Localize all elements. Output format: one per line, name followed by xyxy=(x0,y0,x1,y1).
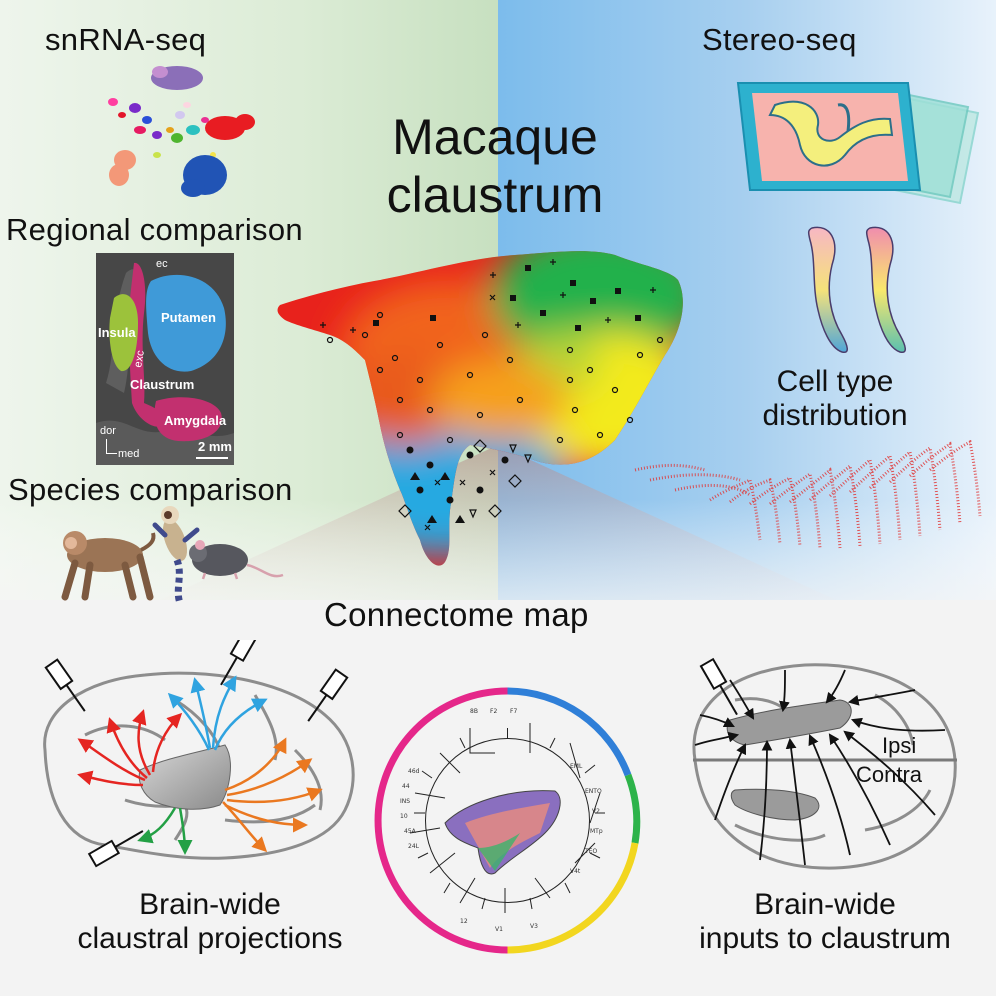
projections-line1: Brain-wide xyxy=(139,888,281,921)
svg-text:46d: 46d xyxy=(408,768,420,775)
claustrum-map xyxy=(277,251,683,566)
svg-text:45A: 45A xyxy=(404,828,417,835)
syringe-icon xyxy=(44,640,349,868)
mri-scale-bar xyxy=(196,457,228,459)
inputs-line1: Brain-wide xyxy=(754,888,896,921)
mri-label-med: med xyxy=(118,448,140,460)
inputs-line2: inputs to claustrum xyxy=(699,922,951,955)
syringe-icon xyxy=(699,657,738,716)
main-title-line1: Macaque xyxy=(392,109,598,165)
mri-section-image: ec Putamen Insula exc Claustrum Amygdala… xyxy=(96,253,234,465)
svg-text:F7: F7 xyxy=(510,708,517,715)
mri-label-insula: Insula xyxy=(98,325,136,340)
mri-label-dor: dor xyxy=(100,425,116,437)
ipsi-label: Ipsi xyxy=(882,733,917,758)
mri-label-amygdala: Amygdala xyxy=(164,413,227,428)
svg-text:ENTO: ENTO xyxy=(585,788,602,795)
projection-brain xyxy=(43,640,355,868)
svg-text:10: 10 xyxy=(400,813,408,820)
projections-line2: claustral projections xyxy=(77,922,343,955)
stereo-seq-label: Stereo-seq xyxy=(702,22,857,57)
species-comparison-label: Species comparison xyxy=(8,472,293,507)
species-illustration xyxy=(61,506,284,605)
mri-label-ec: ec xyxy=(156,258,168,270)
svg-text:F2: F2 xyxy=(490,708,497,715)
inputs-label: Brain-wide inputs to claustrum xyxy=(665,888,985,956)
svg-text:V1: V1 xyxy=(495,926,503,933)
svg-text:24L: 24L xyxy=(408,843,420,850)
svg-text:V4t: V4t xyxy=(570,868,581,875)
cell-type-label: Cell type distribution xyxy=(720,365,950,433)
mri-label-claustrum: Claustrum xyxy=(130,377,195,392)
svg-text:V2: V2 xyxy=(592,808,600,815)
cell-type-shapes xyxy=(807,226,906,354)
slide-icon xyxy=(736,82,980,205)
mouse-icon xyxy=(189,540,284,580)
umap-plot xyxy=(108,66,255,197)
regional-comparison-label: Regional comparison xyxy=(6,212,303,247)
snrna-seq-label: snRNA-seq xyxy=(45,22,207,57)
svg-text:V3: V3 xyxy=(530,923,538,930)
svg-text:INS: INS xyxy=(400,798,410,805)
macaque-icon xyxy=(61,531,156,601)
mri-label-scale: 2 mm xyxy=(198,439,232,454)
section-series xyxy=(634,440,982,549)
mri-axes-icon xyxy=(106,439,117,454)
svg-text:44: 44 xyxy=(402,783,410,790)
connectome-map-label: Connectome map xyxy=(324,596,589,633)
cell-type-line1: Cell type xyxy=(776,365,894,398)
svg-text:8B: 8B xyxy=(470,708,478,715)
main-title-line2: claustrum xyxy=(386,167,604,223)
cell-type-line2: distribution xyxy=(762,399,908,432)
marker-layer xyxy=(326,311,664,444)
input-brain xyxy=(692,657,957,870)
mri-label-putamen: Putamen xyxy=(161,310,216,325)
svg-text:MTp: MTp xyxy=(590,828,603,835)
projections-label: Brain-wide claustral projections xyxy=(30,888,390,956)
marmoset-icon xyxy=(152,506,200,605)
svg-text:12: 12 xyxy=(460,918,468,925)
svg-text:TEO: TEO xyxy=(584,848,597,855)
svg-text:EML: EML xyxy=(570,763,583,770)
contra-label: Contra xyxy=(856,762,923,787)
main-title: Macaque claustrum xyxy=(360,108,630,224)
stereo-seq-slides xyxy=(736,82,980,205)
